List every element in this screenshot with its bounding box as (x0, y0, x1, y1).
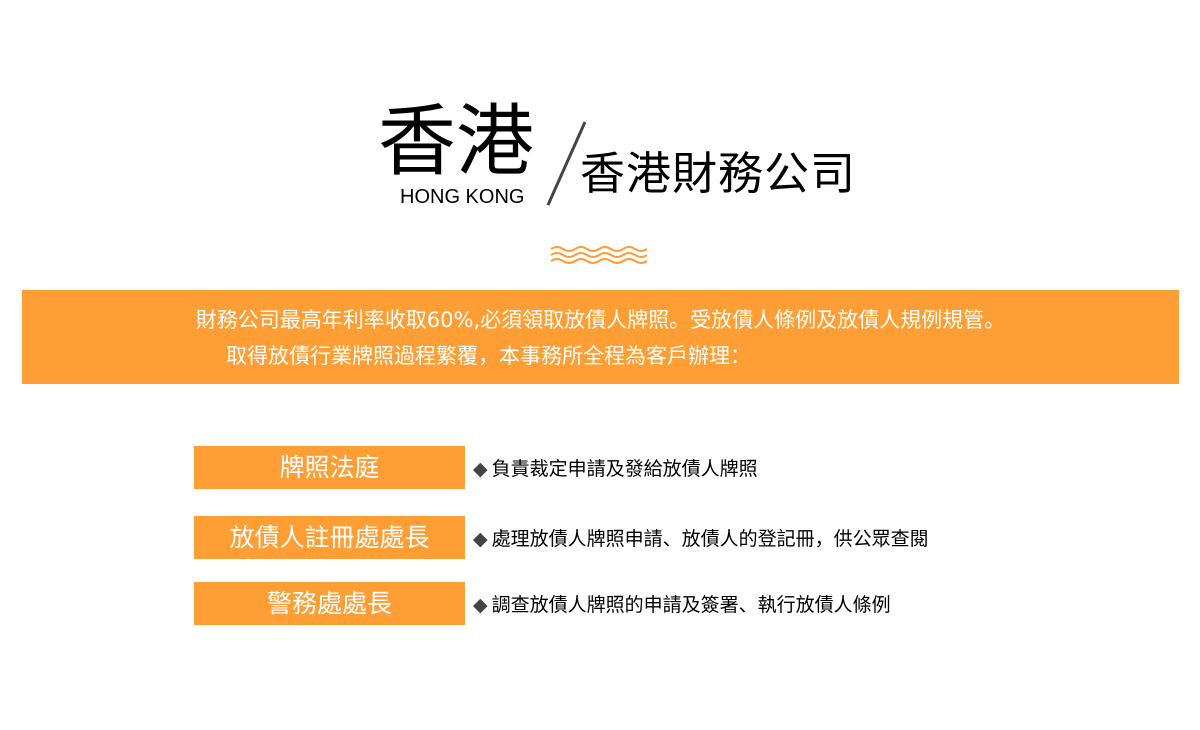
subtitle: 香港財務公司 (580, 147, 857, 200)
title-english: HONG KONG (400, 186, 525, 208)
title-hong-kong: 香港 (378, 97, 535, 187)
banner-line-1: 財務公司最高年利率收取60%,必須領取放債人牌照。受放債人條例及放債人規例規管。 (195, 308, 1006, 332)
authority-desc: 負責裁定申請及發給放債人牌照 (491, 458, 758, 480)
authority-label: 放債人註冊處處長 (194, 516, 465, 559)
diamond-bullet-icon: ◆ (473, 528, 488, 550)
authority-label: 牌照法庭 (194, 446, 465, 489)
info-banner: 財務公司最高年利率收取60%,必須領取放債人牌照。受放債人條例及放債人規例規管。… (22, 290, 1179, 384)
authority-desc: 調查放債人牌照的申請及簽署、執行放債人條例 (491, 594, 891, 616)
slash-divider (546, 121, 587, 206)
diamond-bullet-icon: ◆ (473, 458, 488, 480)
wave-decoration-icon (550, 246, 648, 264)
banner-line-2: 取得放債行業牌照過程繁覆，本事務所全程為客戶辦理： (226, 344, 751, 368)
diamond-bullet-icon: ◆ (473, 594, 488, 616)
authority-label: 警務處處長 (194, 582, 465, 625)
authority-desc: 處理放債人牌照申請、放債人的登記冊，供公眾查閱 (491, 528, 929, 550)
